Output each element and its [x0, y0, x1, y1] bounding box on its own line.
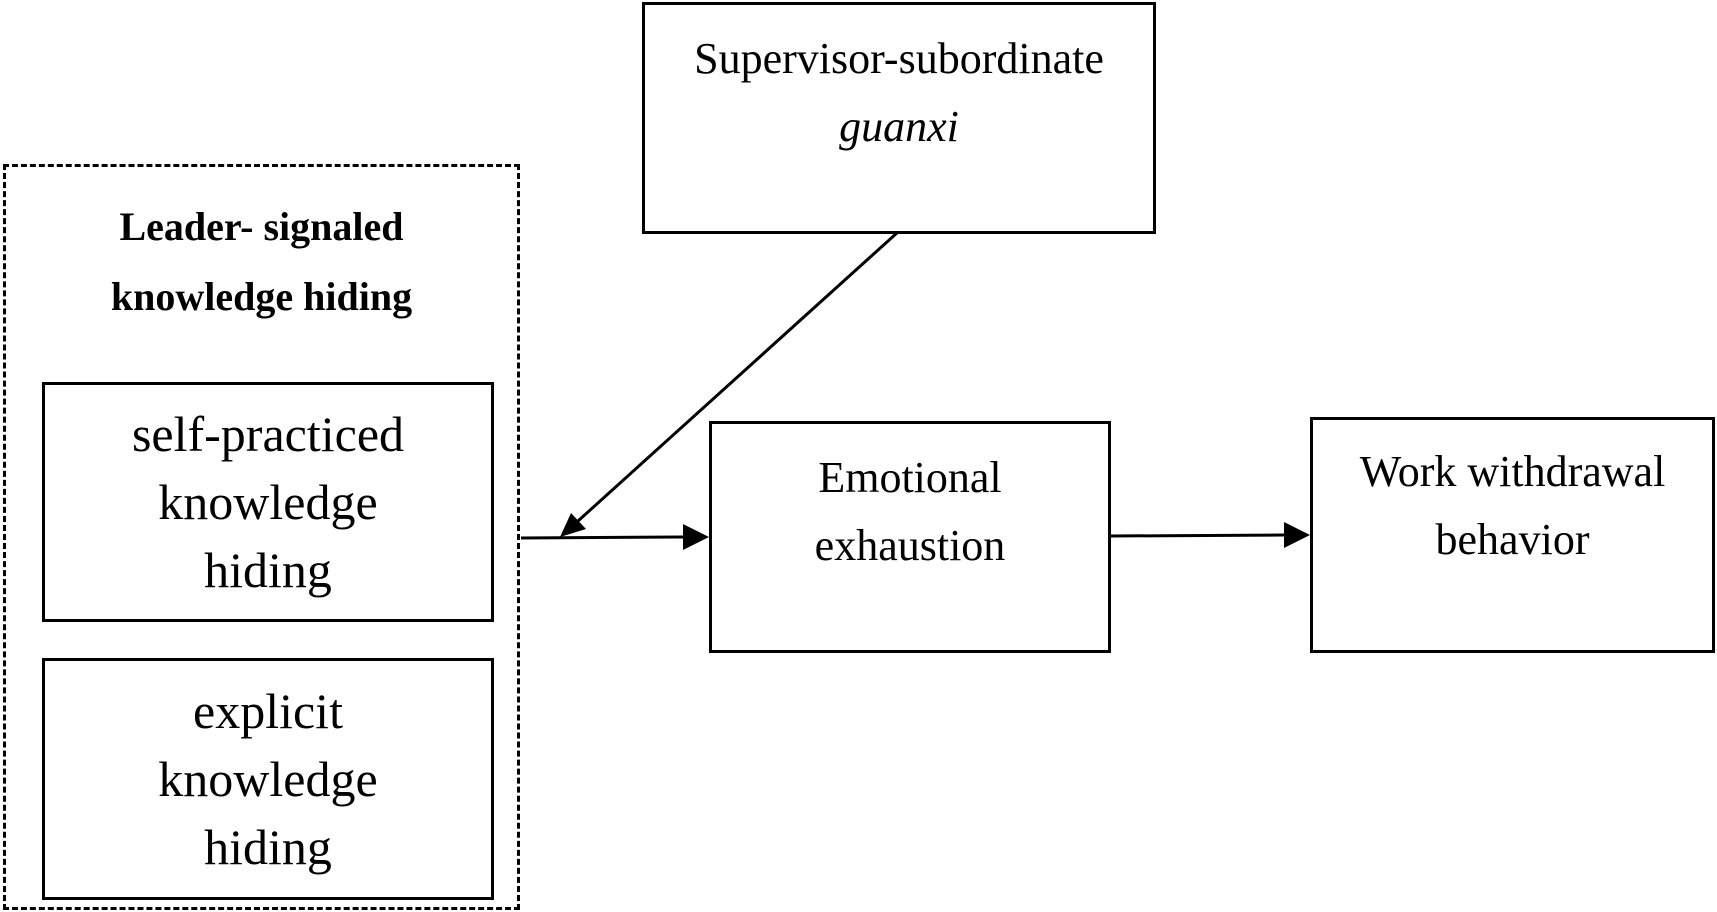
group-title: Leader- signaled knowledge hiding: [3, 192, 520, 332]
self-practiced-knowledge-hiding-box: self-practiced knowledge hiding: [42, 382, 494, 622]
outcome-line-1: Work withdrawal: [1359, 447, 1666, 496]
sub-box-1-line-2: knowledge: [158, 474, 378, 530]
sub-box-2-line-1: explicit: [193, 683, 343, 739]
mediator-line-1: Emotional: [818, 453, 1002, 502]
arrowhead-moderation: [560, 513, 586, 537]
sub-box-1-line-1: self-practiced: [131, 406, 405, 462]
moderator-line-2: guanxi: [839, 102, 959, 151]
arrowhead-exhaustion: [683, 524, 709, 550]
outcome-line-2: behavior: [1435, 515, 1590, 564]
emotional-exhaustion-box: Emotional exhaustion: [709, 421, 1111, 653]
work-withdrawal-behavior-box: Work withdrawal behavior: [1310, 417, 1715, 653]
sub-box-1-line-3: hiding: [204, 542, 332, 598]
arrow-group-to-exhaustion: [520, 535, 684, 540]
moderator-line-1: Supervisor-subordinate: [694, 34, 1104, 83]
mediator-line-2: exhaustion: [814, 521, 1006, 570]
explicit-knowledge-hiding-box: explicit knowledge hiding: [42, 658, 494, 900]
sub-box-2-line-2: knowledge: [158, 751, 378, 807]
sub-box-2-line-3: hiding: [204, 819, 332, 875]
arrow-exhaustion-to-withdrawal: [1110, 533, 1285, 538]
arrowhead-withdrawal: [1284, 522, 1310, 548]
group-title-line-1: Leader- signaled: [119, 204, 404, 249]
supervisor-subordinate-guanxi-box: Supervisor-subordinate guanxi: [642, 2, 1156, 234]
group-title-line-2: knowledge hiding: [110, 274, 413, 319]
leader-signaled-knowledge-hiding-group: [3, 164, 520, 910]
